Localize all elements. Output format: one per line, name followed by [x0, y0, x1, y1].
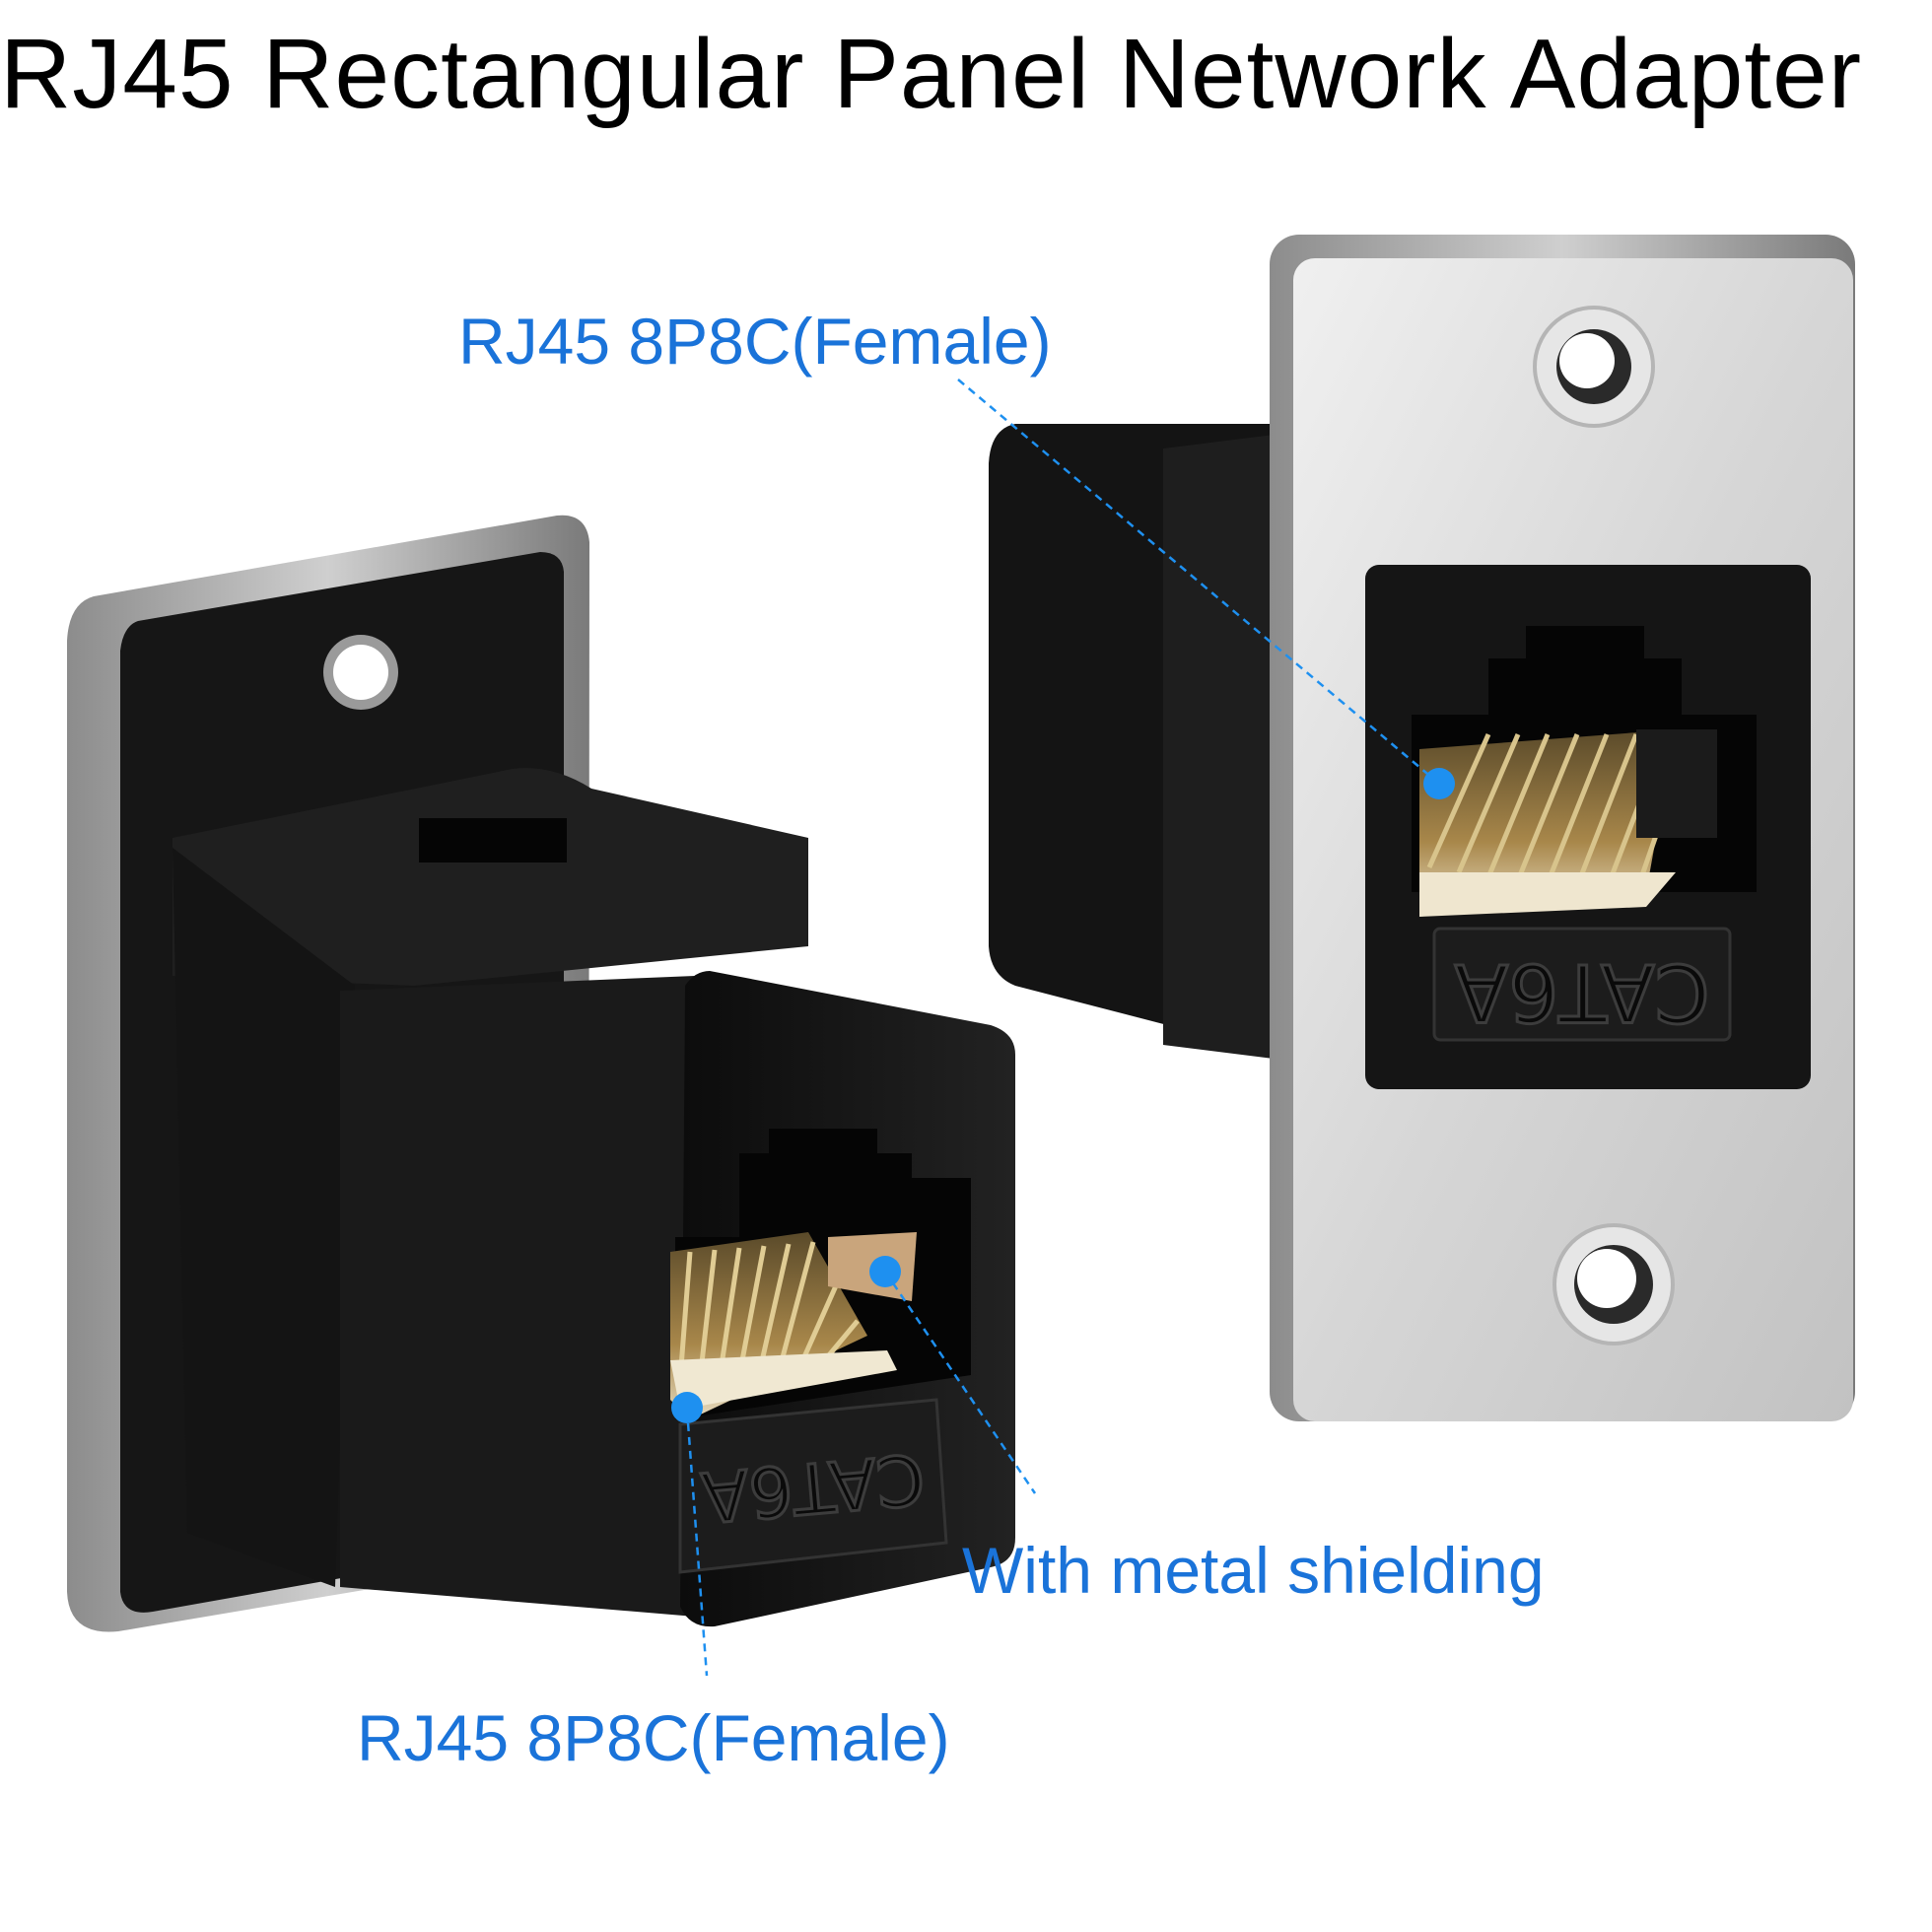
- callout-top-female: RJ45 8P8C(Female): [458, 305, 1052, 378]
- right-jack-marking: CAT6A: [1454, 946, 1709, 1038]
- callout-metal-shielding: With metal shielding: [962, 1534, 1545, 1607]
- left-contact-pins: [670, 1232, 897, 1419]
- left-adapter: CAT6A: [67, 515, 1015, 1632]
- left-body-side: [340, 976, 695, 1617]
- left-cat6a-label: [678, 1398, 948, 1574]
- callout-dot-shield: [869, 1256, 901, 1287]
- callout-dot-bottom: [671, 1392, 703, 1423]
- right-cat6a-label: [1432, 927, 1732, 1042]
- right-adapter: CAT6A: [989, 235, 1855, 1421]
- page-title: RJ45 Rectangular Panel Network Adapter: [0, 19, 1863, 129]
- callout-leaders: [685, 379, 1440, 1677]
- leader-shield: [883, 1271, 1037, 1494]
- leader-bottom: [685, 1409, 709, 1677]
- left-body-top: [172, 768, 808, 986]
- callout-bottom-female: RJ45 8P8C(Female): [357, 1701, 950, 1774]
- callout-dot-top: [1423, 768, 1455, 799]
